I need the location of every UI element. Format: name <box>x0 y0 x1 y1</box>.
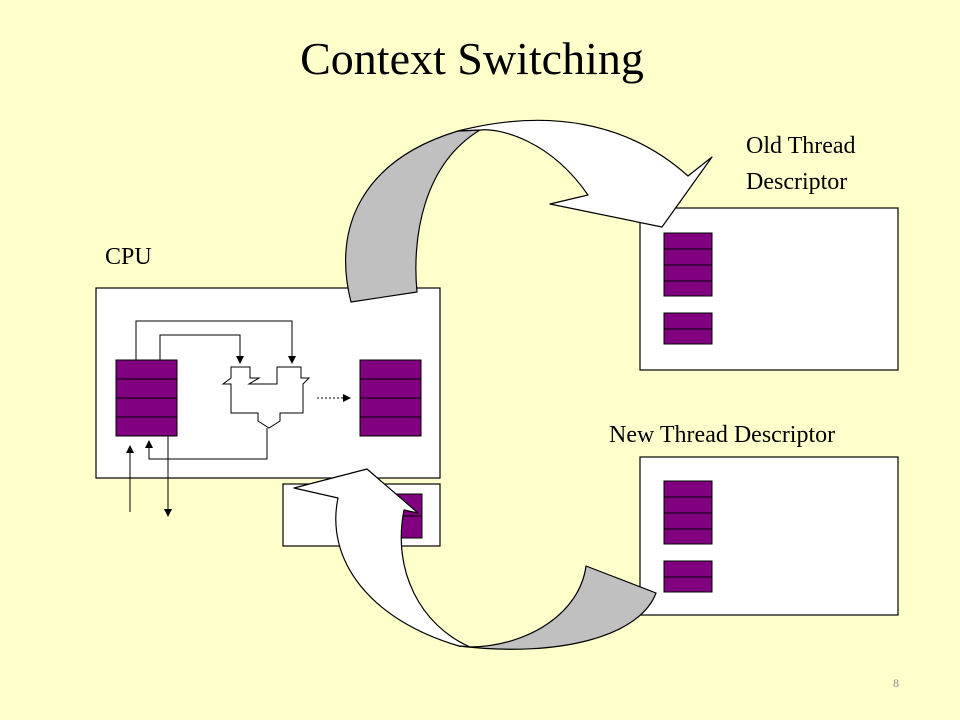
restore-arrow-shadow-face <box>458 565 657 650</box>
save-arrow-shadow-face <box>344 129 481 303</box>
save-context-arrow <box>344 119 713 303</box>
new-thread-register-pair <box>663 560 713 593</box>
restore-context-arrow <box>293 468 657 650</box>
register-bus-lines <box>135 320 296 460</box>
old-thread-register-pair <box>663 312 713 345</box>
old-thread-descriptor-label: Old Thread Descriptor <box>746 128 856 200</box>
page-number: 8 <box>893 676 899 690</box>
save-arrow-front-face <box>457 119 713 228</box>
slide-title: Context Switching <box>300 33 644 84</box>
old-thread-register-stack <box>663 232 713 297</box>
alu <box>221 366 311 429</box>
restore-arrow-front-face <box>293 468 471 648</box>
cpu-label: CPU <box>105 244 152 270</box>
new-thread-register-stack <box>663 480 713 545</box>
new-thread-descriptor-label: New Thread Descriptor <box>609 422 836 448</box>
cpu-register-file-right <box>359 359 422 437</box>
old-thread-label-line-1: Old Thread <box>746 133 856 159</box>
old-thread-label-line-2: Descriptor <box>746 169 848 195</box>
cpu-register-file-left <box>115 359 178 437</box>
